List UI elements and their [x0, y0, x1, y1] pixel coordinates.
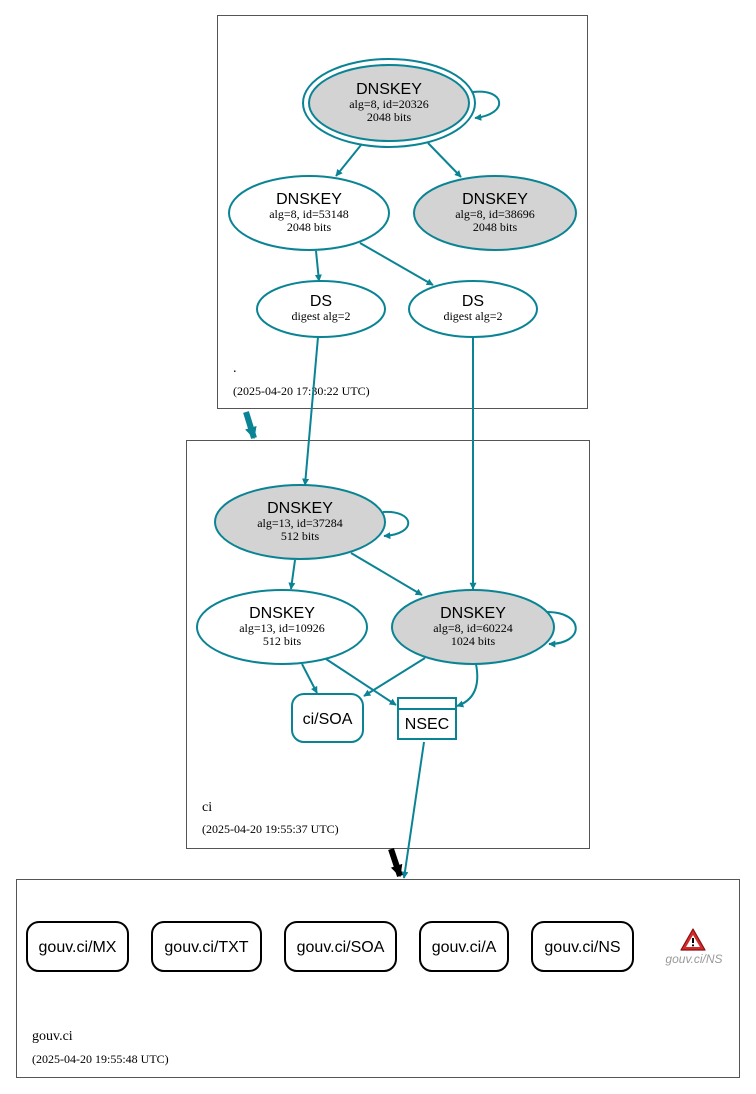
- zone-root-label: .: [233, 361, 237, 376]
- node-root-zsk-38696: DNSKEY alg=8, id=38696 2048 bits: [413, 175, 577, 251]
- svg-text:alg=8, id=53148: alg=8, id=53148: [269, 207, 349, 221]
- svg-text:512 bits: 512 bits: [263, 634, 302, 648]
- zone-gouv-box: [16, 879, 740, 1078]
- edge-ds1-to-ci-ksk13: [302, 336, 319, 486]
- node-ci-ksk-60224: DNSKEY alg=8, id=60224 1024 bits: [391, 589, 555, 665]
- node-root-ksk: DNSKEY alg=8, id=20326 2048 bits: [302, 58, 476, 148]
- svg-text:alg=13, id=37284: alg=13, id=37284: [257, 516, 343, 530]
- zone-root-box: [217, 15, 588, 409]
- zone-ci-label: ci: [202, 800, 212, 815]
- svg-text:512 bits: 512 bits: [281, 529, 320, 543]
- edge-root-ksk-self: [472, 90, 501, 121]
- edge-nsec-to-gouv: [401, 741, 425, 879]
- node-ds-2: DS digest alg=2: [408, 280, 538, 338]
- node-ci-ksk-37284: DNSKEY alg=13, id=37284 512 bits: [214, 484, 386, 560]
- edges: [243, 90, 577, 879]
- zone-ci-box: [186, 440, 590, 849]
- record-gouv-a: gouv.ci/A: [419, 921, 509, 972]
- edge-zsk1-to-ds1: [314, 250, 322, 282]
- node-ci-zsk-10926: DNSKEY alg=13, id=10926 512 bits: [196, 589, 368, 665]
- edge-ksk-to-zsk1: [335, 144, 362, 177]
- zone-root-timestamp: (2025-04-20 17:30:22 UTC): [233, 384, 370, 398]
- svg-text:2048 bits: 2048 bits: [367, 110, 412, 124]
- svg-text:DNSKEY: DNSKEY: [462, 191, 528, 208]
- svg-text:alg=13, id=10926: alg=13, id=10926: [239, 621, 325, 635]
- edge-ksk8-to-soa: [363, 657, 426, 697]
- svg-text:alg=8, id=38696: alg=8, id=38696: [455, 207, 535, 221]
- node-ds-1: DS digest alg=2: [256, 280, 386, 338]
- node-nsec: NSEC: [397, 697, 457, 740]
- edge-zsk1-to-ds2: [359, 242, 434, 286]
- svg-text:gouv.ci/A: gouv.ci/A: [432, 939, 497, 956]
- svg-text:DNSKEY: DNSKEY: [267, 500, 333, 517]
- svg-text:gouv.ci/SOA: gouv.ci/SOA: [297, 939, 385, 956]
- svg-text:gouv.ci/NS: gouv.ci/NS: [544, 939, 620, 956]
- edge-root-to-ci-delegation: [243, 411, 257, 440]
- edge-ksk13-to-ksk8: [350, 552, 423, 596]
- svg-text:digest alg=2: digest alg=2: [443, 309, 502, 323]
- svg-text:digest alg=2: digest alg=2: [291, 309, 350, 323]
- svg-text:2048 bits: 2048 bits: [473, 220, 518, 234]
- edge-ksk-to-zsk2: [427, 142, 462, 178]
- edge-ci-ksk13-self: [382, 510, 410, 540]
- edge-ksk8-to-nsec: [456, 663, 479, 708]
- edge-ksk13-to-zsk13: [288, 559, 296, 590]
- svg-text:DNSKEY: DNSKEY: [440, 605, 506, 622]
- zone-gouv-label: gouv.ci: [32, 1029, 73, 1044]
- svg-text:ci/SOA: ci/SOA: [303, 711, 353, 728]
- svg-text:gouv.ci/MX: gouv.ci/MX: [39, 939, 117, 956]
- node-root-zsk-53148: DNSKEY alg=8, id=53148 2048 bits: [228, 175, 390, 251]
- svg-text:gouv.ci/NS: gouv.ci/NS: [665, 952, 722, 966]
- svg-text:2048 bits: 2048 bits: [287, 220, 332, 234]
- svg-text:DNSKEY: DNSKEY: [356, 81, 422, 98]
- svg-text:alg=8, id=60224: alg=8, id=60224: [433, 621, 513, 635]
- svg-text:gouv.ci/TXT: gouv.ci/TXT: [164, 939, 248, 956]
- record-gouv-ns: gouv.ci/NS: [531, 921, 634, 972]
- svg-text:DNSKEY: DNSKEY: [249, 605, 315, 622]
- edge-zsk13-to-nsec: [325, 658, 397, 706]
- svg-text:1024 bits: 1024 bits: [451, 634, 496, 648]
- zone-ci-timestamp: (2025-04-20 19:55:37 UTC): [202, 822, 339, 836]
- edge-ci-to-gouv-delegation: [388, 848, 403, 878]
- svg-text:NSEC: NSEC: [405, 716, 449, 733]
- svg-text:DS: DS: [462, 293, 484, 310]
- warning-triangle-icon: [680, 928, 706, 951]
- record-gouv-mx: gouv.ci/MX: [26, 921, 129, 972]
- zone-gouv-timestamp: (2025-04-20 19:55:48 UTC): [32, 1052, 169, 1066]
- svg-text:alg=8, id=20326: alg=8, id=20326: [349, 97, 429, 111]
- record-gouv-txt: gouv.ci/TXT: [151, 921, 262, 972]
- node-ci-soa: ci/SOA: [291, 693, 364, 743]
- svg-text:DS: DS: [310, 293, 332, 310]
- warning-gouv-ns: gouv.ci/NS: [665, 928, 723, 966]
- svg-text:DNSKEY: DNSKEY: [276, 191, 342, 208]
- record-gouv-soa: gouv.ci/SOA: [284, 921, 397, 972]
- edge-ci-ksk8-self: [546, 611, 577, 648]
- edge-zsk13-to-soa: [301, 663, 318, 694]
